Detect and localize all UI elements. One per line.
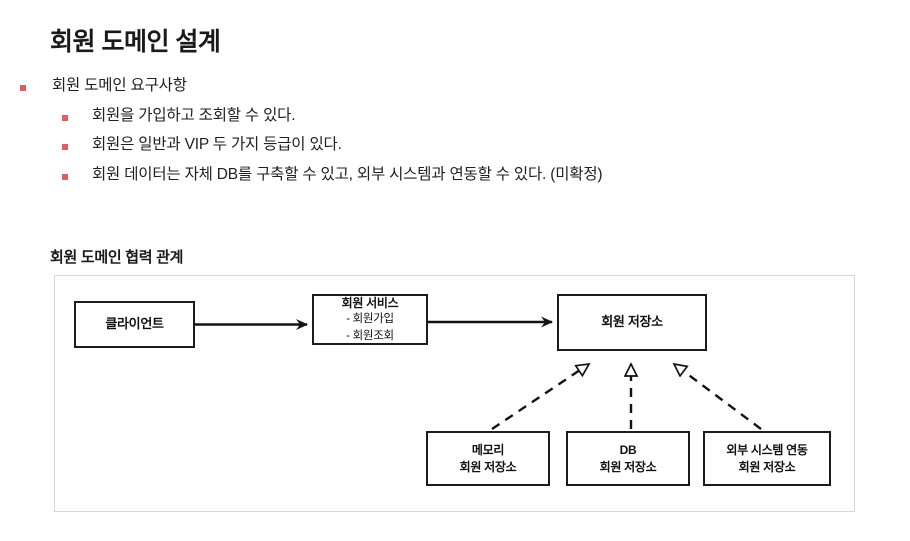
- list-item: 회원을 가입하고 조회할 수 있다.: [0, 106, 880, 124]
- bullet-marker-icon: [62, 114, 68, 121]
- diagram-node-external-title: 외부 시스템 연동: [726, 443, 808, 458]
- diagram-node-repository[interactable]: 회원 저장소: [557, 294, 707, 351]
- diagram-node-db-title: DB: [619, 443, 637, 458]
- bullet-marker-icon: [62, 144, 68, 150]
- diagram-node-db-repository[interactable]: DB 회원 저장소: [566, 431, 690, 486]
- diagram-node-external-subtitle: 회원 저장소: [738, 459, 796, 474]
- diagram-node-external-repository[interactable]: 외부 시스템 연동 회원 저장소: [703, 431, 831, 486]
- section-heading: 회원 도메인 협력 관계: [50, 249, 184, 266]
- bullet-marker-icon: [20, 85, 26, 91]
- page-title: 회원 도메인 설계: [50, 28, 221, 56]
- diagram-connectors: [195, 316, 762, 430]
- edge-memory-to-repository: [491, 364, 589, 430]
- diagram-node-service-title: 회원 서비스: [341, 295, 399, 310]
- diagram-canvas: 클라이언트 회원 서비스 - 회원가입 - 회원조회 회원 저장소 메모리 회원…: [55, 276, 854, 511]
- list-item-label: 회원을 가입하고 조회할 수 있다.: [92, 106, 296, 124]
- diagram-node-memory-title: 메모리: [471, 443, 505, 458]
- requirements-list: 회원 도메인 요구사항 회원을 가입하고 조회할 수 있다. 회원은 일반과 V…: [0, 78, 880, 196]
- bullet-marker-icon: [62, 173, 68, 180]
- list-item: 회원 데이터는 자체 DB를 구축할 수 있고, 외부 시스템과 연동할 수 있…: [0, 165, 880, 183]
- list-item-label: 회원 데이터는 자체 DB를 구축할 수 있고, 외부 시스템과 연동할 수 있…: [92, 165, 603, 183]
- diagram-node-db-subtitle: 회원 저장소: [599, 459, 657, 474]
- diagram-node-repository-label: 회원 저장소: [601, 314, 663, 330]
- diagram-node-client[interactable]: 클라이언트: [74, 301, 195, 348]
- diagram-node-service-op-join: - 회원가입: [346, 312, 394, 325]
- diagram-node-service[interactable]: 회원 서비스 - 회원가입 - 회원조회: [312, 294, 428, 345]
- diagram-node-memory-repository[interactable]: 메모리 회원 저장소: [426, 431, 550, 486]
- collaboration-diagram: 클라이언트 회원 서비스 - 회원가입 - 회원조회 회원 저장소 메모리 회원…: [54, 275, 855, 512]
- diagram-node-client-label: 클라이언트: [105, 316, 164, 332]
- edge-external-to-repository: [674, 364, 762, 430]
- list-item: 회원은 일반과 VIP 두 가지 등급이 있다.: [0, 137, 880, 153]
- list-item-label: 회원은 일반과 VIP 두 가지 등급이 있다.: [92, 136, 342, 153]
- list-item-label: 회원 도메인 요구사항: [52, 77, 187, 94]
- diagram-node-service-op-find: - 회원조회: [346, 329, 394, 342]
- diagram-node-memory-subtitle: 회원 저장소: [459, 459, 517, 474]
- list-item: 회원 도메인 요구사항: [0, 78, 880, 94]
